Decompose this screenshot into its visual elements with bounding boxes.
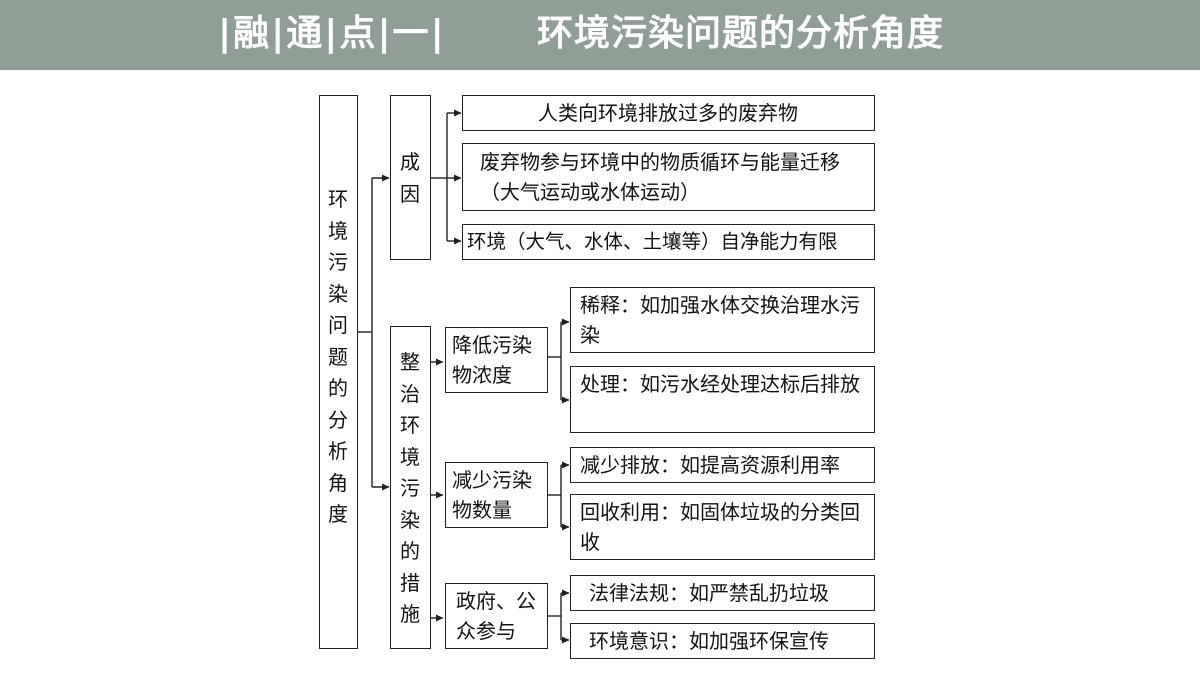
group-2-item-1-box: 减少排放：如提高资源利用率 [570,447,875,483]
group-3-box: 政府、公众参与 [445,583,548,649]
cause-item-1-box: 人类向环境排放过多的废弃物 [462,95,875,131]
group-1-item-1-box: 稀释：如加强水体交换治理水污染 [570,287,875,353]
cause-item-3: 环境（大气、水体、土壤等）自净能力有限 [467,230,838,253]
cause-item-2-box: 废弃物参与环境中的物质循环与能量迁移（大气运动或水体运动） [462,143,875,211]
group-3-item-2-box: 环境意识：如加强环保宣传 [570,623,875,659]
group-2-item-1: 减少排放：如提高资源利用率 [580,453,840,477]
cause-label: 成因 [400,150,420,206]
group-3-label: 政府、公众参与 [456,589,536,643]
group-3-item-2: 环境意识：如加强环保宣传 [589,629,829,653]
measures-label: 整治环境污染的措施 [400,350,420,626]
group-1-item-1: 稀释：如加强水体交换治理水污染 [580,293,860,347]
group-2-item-2: 回收利用：如固体垃圾的分类回收 [580,500,860,554]
measures-node: 整治环境污染的措施 [390,326,431,649]
cause-item-2: 废弃物参与环境中的物质循环与能量迁移（大气运动或水体运动） [480,150,840,204]
group-1-item-2-box: 处理：如污水经处理达标后排放 [570,366,875,433]
group-2-item-2-box: 回收利用：如固体垃圾的分类回收 [570,494,875,560]
cause-item-3-box: 环境（大气、水体、土壤等）自净能力有限 [462,224,875,260]
group-1-item-2: 处理：如污水经处理达标后排放 [580,372,860,396]
cause-item-1: 人类向环境排放过多的废弃物 [538,101,798,125]
group-3-item-1-box: 法律法规：如严禁乱扔垃圾 [570,575,875,611]
group-2-label: 减少污染物数量 [452,468,532,522]
group-1-box: 降低污染物浓度 [445,327,548,393]
group-1-label: 降低污染物浓度 [452,333,532,387]
group-3-item-1: 法律法规：如严禁乱扔垃圾 [589,581,829,605]
header-bar: |融|通|点|一| 环境污染问题的分析角度 [0,0,1200,70]
group-2-box: 减少污染物数量 [445,462,548,528]
page-title: 环境污染问题的分析角度 [537,13,945,54]
root-node: 环境污染问题的分析角度 [319,95,358,649]
cause-node: 成因 [390,95,431,260]
root-label: 环境污染问题的分析角度 [328,187,348,526]
section-tag: |融|通|点|一| [218,13,446,54]
